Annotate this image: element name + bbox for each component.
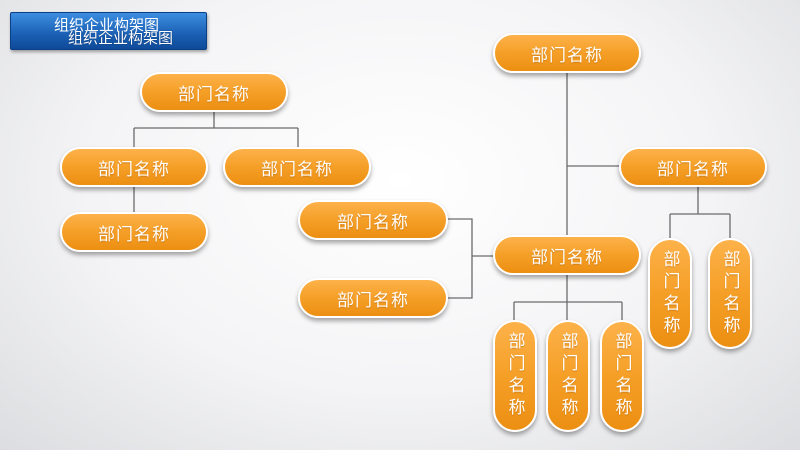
node-right-root[interactable]: 部门名称: [493, 33, 641, 73]
node-center-left-b[interactable]: 部门名称: [298, 278, 448, 318]
node-left-child-a[interactable]: 部门名称: [60, 147, 208, 187]
node-right-branch-sub-1[interactable]: 部门名称: [648, 238, 692, 349]
node-center-sub-3[interactable]: 部门名称: [600, 320, 644, 432]
node-right-branch-sub-2[interactable]: 部门名称: [708, 238, 752, 349]
connector-right-branch-subs: [669, 186, 731, 238]
title-bar: [10, 12, 207, 50]
node-left-child-b[interactable]: 部门名称: [223, 147, 371, 187]
node-center-sub-2[interactable]: 部门名称: [546, 320, 590, 432]
page-title-overlay: 组织企业构架图: [68, 29, 174, 47]
connector-hub-subs: [513, 275, 623, 320]
connector-left-root: [133, 110, 299, 148]
page-title: 组织企业构架图: [54, 16, 160, 34]
node-left-root[interactable]: 部门名称: [140, 72, 288, 112]
connector-hub-left: [447, 218, 494, 299]
node-center-left-a[interactable]: 部门名称: [298, 200, 448, 240]
node-right-branch[interactable]: 部门名称: [619, 147, 767, 187]
node-center-sub-1[interactable]: 部门名称: [493, 320, 537, 432]
node-left-grandchild[interactable]: 部门名称: [60, 212, 208, 252]
node-center-hub[interactable]: 部门名称: [493, 235, 641, 275]
